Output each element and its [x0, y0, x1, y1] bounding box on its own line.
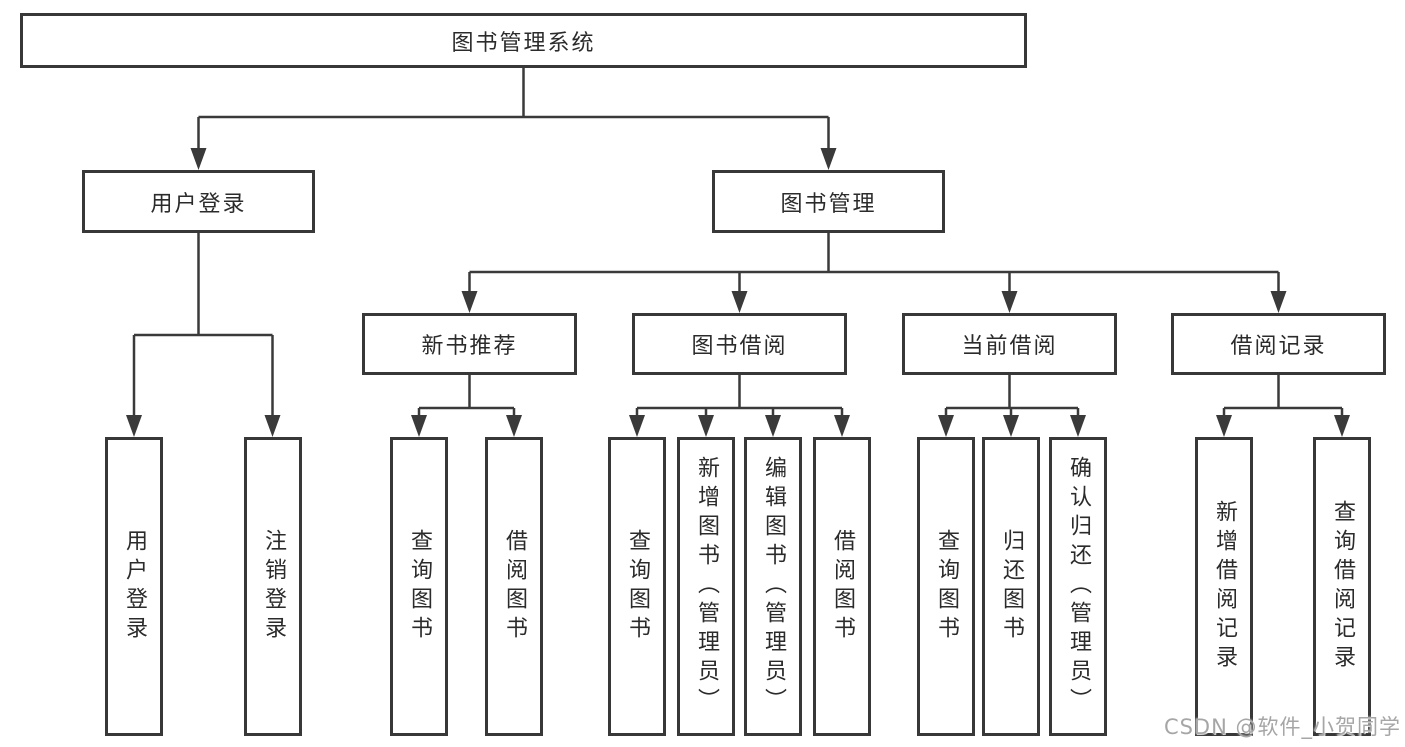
leaf-add-book-admin: 新增图书（管理员） — [677, 437, 735, 736]
leaf-add-borrow-record: 新增借阅记录 — [1195, 437, 1253, 736]
node-current-borrowing: 当前借阅 — [902, 313, 1117, 375]
arrowhead-icon — [1216, 415, 1232, 437]
arrowhead-icon — [834, 415, 850, 437]
connector-path-user-login — [132, 233, 274, 419]
arrowhead-icon — [1001, 291, 1018, 313]
watermark: CSDN @软件_小贺同学 — [1163, 715, 1401, 739]
arrowhead-icon — [731, 291, 748, 313]
arrowhead-icon — [820, 148, 837, 170]
leaf-logout: 注销登录 — [244, 437, 302, 736]
connector-path-book-borrowing — [635, 375, 844, 419]
leaf-query-books-current: 查询图书 — [917, 437, 975, 736]
arrowhead-icon — [1070, 415, 1086, 437]
arrowhead-icon — [126, 415, 142, 437]
leaf-query-books-borrowing: 查询图书 — [608, 437, 666, 736]
arrowhead-icon — [461, 291, 478, 313]
arrowhead-icon — [190, 148, 207, 170]
leaf-query-borrow-record: 查询借阅记录 — [1313, 437, 1371, 736]
arrowhead-icon — [765, 415, 781, 437]
leaf-query-books-recommend: 查询图书 — [390, 437, 448, 736]
connector-path-root — [197, 68, 830, 152]
connector-path-current-borrowing — [944, 375, 1080, 419]
node-book-borrowing: 图书借阅 — [632, 313, 847, 375]
leaf-borrow-books-borrowing: 借阅图书 — [813, 437, 871, 736]
arrowhead-icon — [411, 415, 427, 437]
connector-path-new-book-recommend — [417, 375, 516, 419]
node-user-login: 用户登录 — [82, 170, 315, 233]
node-new-book-recommend: 新书推荐 — [362, 313, 577, 375]
arrowhead-icon — [1334, 415, 1350, 437]
leaf-edit-book-admin: 编辑图书（管理员） — [744, 437, 802, 736]
arrowhead-icon — [938, 415, 954, 437]
connector-path-book-management — [468, 233, 1280, 295]
node-book-management: 图书管理 — [712, 170, 945, 233]
node-borrow-records: 借阅记录 — [1171, 313, 1386, 375]
arrowhead-icon — [629, 415, 645, 437]
arrowhead-icon — [1270, 291, 1287, 313]
leaf-confirm-return-admin: 确认归还（管理员） — [1049, 437, 1107, 736]
arrowhead-icon — [264, 415, 281, 437]
leaf-return-book: 归还图书 — [982, 437, 1040, 736]
arrowhead-icon — [1003, 415, 1019, 437]
node-library-management-system: 图书管理系统 — [20, 13, 1027, 68]
arrowhead-icon — [698, 415, 714, 437]
connector-path-borrow-records — [1222, 375, 1344, 419]
arrowhead-icon — [506, 415, 522, 437]
leaf-user-login: 用户登录 — [105, 437, 163, 736]
leaf-borrow-books-recommend: 借阅图书 — [485, 437, 543, 736]
